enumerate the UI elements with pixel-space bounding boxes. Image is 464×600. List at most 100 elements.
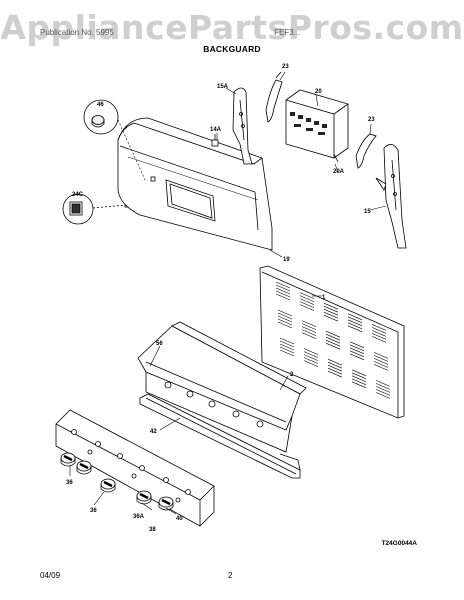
vent-slot (325, 339, 341, 347)
vent-slot (303, 351, 319, 358)
part-2-manifold-panel (137, 321, 307, 453)
callout-1: 1 (322, 295, 326, 301)
vent-slot (327, 367, 343, 375)
vent-slot (371, 324, 387, 331)
callout-24c: 24C (72, 192, 84, 198)
vent-slot (351, 378, 367, 386)
vent-slot (375, 389, 391, 396)
vent-slot (301, 332, 317, 339)
vent-slot (327, 361, 343, 369)
vent-slot (375, 383, 391, 390)
vent-slot (323, 314, 339, 322)
model-number: FEF3... (274, 28, 301, 37)
vent-slot (373, 352, 389, 359)
vent-slot (347, 316, 363, 324)
knob (136, 490, 152, 505)
callout-42: 42 (150, 429, 157, 435)
publication-number: Publication No. 5995 (40, 28, 114, 37)
vent-slot (375, 386, 391, 393)
vent-slot (299, 301, 315, 308)
vent-slot (375, 392, 391, 399)
figure-code: T24G0044A (381, 540, 417, 547)
vent-slot (351, 369, 367, 377)
callout-36-b: 36 (90, 508, 97, 514)
callout-19: 19 (283, 257, 290, 263)
vent-slot (349, 344, 365, 352)
vent-slot (299, 295, 315, 302)
callout-14a: 14A (210, 127, 222, 133)
vent-slot (277, 318, 293, 326)
vent-slot (301, 329, 317, 336)
vent-slot (351, 372, 367, 380)
vent-slot (347, 313, 363, 321)
callout-15a: 15A (217, 84, 229, 90)
vent-slot (279, 343, 295, 351)
vent-slot (301, 323, 317, 330)
callout-46: 46 (97, 102, 104, 108)
vent-slot (349, 350, 365, 358)
vent-slot (303, 354, 319, 361)
vent-slot (279, 337, 295, 345)
knob (100, 478, 116, 493)
callout-20: 20 (315, 89, 322, 95)
callout-56: 56 (156, 341, 163, 347)
part-15a-end-cap-left (232, 87, 253, 165)
vent-slot (303, 348, 319, 355)
vent-slot (347, 322, 363, 330)
vent-slot (373, 361, 389, 368)
vent-slot (275, 284, 291, 292)
vent-slot (347, 319, 363, 327)
watermark: AppliancePartsPros.com (0, 8, 464, 47)
vent-slot (275, 290, 291, 298)
knob (158, 496, 174, 511)
vent-slot (373, 358, 389, 365)
callout-23-left: 23 (282, 64, 289, 70)
vent-slot (279, 340, 295, 348)
part-23-clip-left (265, 71, 283, 123)
vent-slot (371, 330, 387, 337)
vent-slot (325, 330, 341, 338)
vent-slot (301, 320, 317, 327)
callout-20a: 20A (333, 169, 345, 175)
vent-slot (325, 342, 341, 350)
vent-slot (277, 309, 293, 317)
vent-slot (277, 312, 293, 320)
vent-slot (349, 347, 365, 355)
section-title: BACKGUARD (203, 44, 261, 54)
vent-slot (299, 304, 315, 311)
part-20-control-board (285, 89, 349, 163)
vent-slot (371, 327, 387, 334)
header-line: Publication No. 5995 FEF3... (40, 28, 308, 37)
vent-slot (349, 341, 365, 349)
callout-2: 2 (290, 372, 294, 378)
vent-slot (325, 333, 341, 341)
vent-slot (325, 336, 341, 344)
vent-slot (373, 364, 389, 371)
part-23-clip-right (355, 133, 377, 169)
vent-slot (301, 326, 317, 333)
callout-15: 15 (364, 209, 371, 215)
vent-slot (299, 292, 315, 299)
vent-slot (351, 375, 367, 383)
footer-page-number: 2 (228, 571, 233, 580)
vent-slot (327, 364, 343, 372)
vent-slot (371, 333, 387, 340)
knob (60, 452, 76, 467)
vent-slot (275, 293, 291, 301)
vent-slot (277, 315, 293, 323)
part-46-knob-detail (83, 99, 119, 135)
leader-lines (69, 71, 387, 515)
vent-slot (349, 353, 365, 361)
vent-slot (351, 381, 367, 389)
vent-slot (327, 370, 343, 378)
vent-slot (323, 311, 339, 319)
vent-slot (323, 302, 339, 310)
vent-slot (279, 346, 295, 354)
vent-slots (275, 281, 391, 399)
part-42-front-rail (139, 393, 301, 479)
part-14a-clip (211, 134, 219, 147)
callout-38: 38 (149, 527, 156, 533)
vent-slot (371, 336, 387, 343)
part-24c-switch-detail (62, 193, 132, 225)
